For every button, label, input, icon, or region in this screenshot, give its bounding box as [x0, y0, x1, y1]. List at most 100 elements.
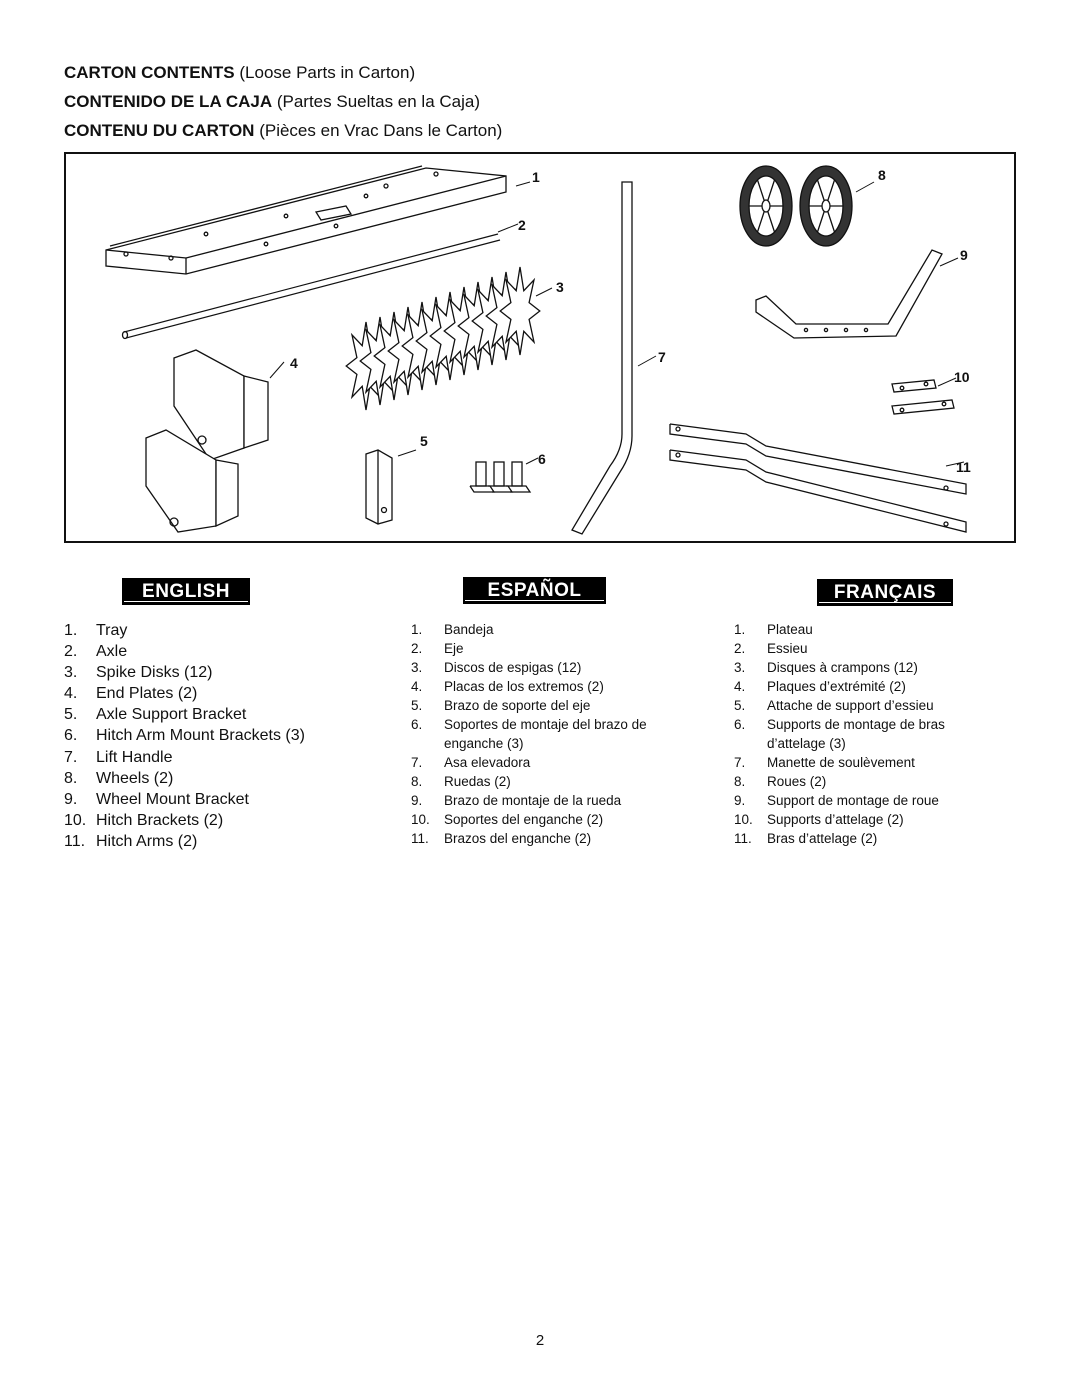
item-number: 10. — [64, 811, 87, 829]
list-item: 7.Lift Handle — [64, 747, 364, 768]
header-contenido: CONTENIDO DE LA CAJA (Partes Sueltas en … — [64, 92, 480, 112]
item-text: Lift Handle — [96, 748, 173, 766]
hitch-arm-mount-brackets-drawing — [469, 461, 532, 493]
item-text: Tray — [96, 622, 128, 639]
callout-11: 11 — [956, 459, 971, 475]
item-number: 3. — [411, 660, 423, 675]
list-item: 1. Plateau — [734, 620, 984, 639]
tray-drawing — [105, 165, 507, 275]
french-badge: FRANÇAIS — [817, 579, 953, 606]
list-item: 8. Ruedas (2) — [411, 772, 681, 791]
list-item: 6.Soportes de montaje del brazo de engan… — [411, 715, 681, 753]
item-number: 11. — [411, 831, 429, 846]
item-number: 9. — [411, 793, 423, 808]
list-item: 6.Hitch Arm Mount Brackets (3) — [64, 725, 364, 746]
list-item: 3.Disques à crampons (12) — [734, 658, 984, 677]
leader-lines — [269, 181, 965, 467]
item-text: Hitch Arm Mount Brackets (3) — [96, 727, 305, 745]
spanish-badge: ESPAÑOL — [463, 577, 606, 604]
callout-4: 4 — [290, 355, 298, 371]
header-bold: CONTENIDO DE LA CAJA — [64, 92, 273, 111]
item-number: 3. — [734, 660, 746, 675]
list-item: 4.Plaques d’extrémité (2) — [734, 677, 984, 696]
list-item: 3. Spike Disks (12) — [64, 662, 364, 683]
item-number: 5. — [734, 698, 746, 713]
item-text: Soportes del enganche (2) — [444, 812, 604, 827]
wheels-drawing — [739, 165, 853, 247]
item-text: Placas de los extremos (2) — [444, 679, 604, 694]
callout-5: 5 — [420, 433, 428, 449]
english-parts-list: 1. Tray 2. Axle 3. Spike Disks (12)4.End Plat… — [64, 620, 364, 852]
list-item: 3.Discos de espigas (12) — [411, 658, 681, 677]
callout-8: 8 — [878, 167, 886, 183]
list-item: 7. Manette de soulèvement — [734, 753, 984, 772]
list-item: 4. Placas de los extremos (2) — [411, 677, 681, 696]
list-item: 5.Brazo de soporte del eje — [411, 696, 681, 715]
item-number: 5. — [411, 698, 423, 713]
list-item: 2.Essieu — [734, 639, 984, 658]
callout-2: 2 — [518, 217, 526, 233]
list-item: 8.Wheels (2) — [64, 768, 364, 789]
item-text: Bras d’attelage (2) — [767, 831, 878, 846]
item-number: 2. — [64, 643, 78, 661]
item-text: Ruedas (2) — [444, 774, 511, 789]
item-number: 1. — [64, 622, 78, 639]
item-text: Asa elevadora — [444, 755, 531, 770]
item-text: Spike Disks (12) — [96, 664, 213, 682]
callout-10: 10 — [954, 369, 970, 385]
item-number: 8. — [64, 769, 78, 787]
header-normal: (Pièces en Vrac Dans le Carton) — [259, 121, 503, 140]
callout-3: 3 — [556, 279, 564, 295]
header-contenu: CONTENU DU CARTON (Pièces en Vrac Dans l… — [64, 121, 502, 141]
list-item: 11. Brazos del enganche (2) — [411, 829, 681, 848]
item-number: 9. — [734, 793, 746, 808]
wheel-mount-bracket-drawing — [755, 249, 943, 339]
item-number: 1. — [734, 622, 746, 637]
item-text: Attache de support d’essieu — [767, 698, 934, 713]
item-number: 6. — [734, 717, 746, 732]
item-text: Eje — [444, 641, 464, 656]
item-text: Manette de soulèvement — [767, 755, 915, 770]
item-number: 10. — [411, 812, 430, 827]
item-text: Supports de montage de bras d’attelage (… — [767, 717, 945, 751]
list-item: 2.Eje — [411, 639, 681, 658]
list-item: 1.Bandeja — [411, 620, 681, 639]
header-normal: (Partes Sueltas en la Caja) — [276, 92, 480, 111]
list-item: 11.Hitch Arms (2) — [64, 831, 364, 852]
list-item: 5.Axle Support Bracket — [64, 704, 364, 725]
item-text: Brazos del enganche (2) — [444, 831, 592, 846]
end-plates-drawing — [145, 349, 269, 533]
item-text: Plaques d’extrémité (2) — [767, 679, 906, 694]
item-number: 4. — [411, 679, 423, 694]
item-text: Roues (2) — [767, 774, 827, 789]
list-item: 5. Attache de support d’essieu — [734, 696, 984, 715]
item-text: Supports d’attelage (2) — [767, 812, 904, 827]
item-text: Hitch Brackets (2) — [96, 811, 224, 829]
item-text: End Plates (2) — [96, 685, 198, 703]
item-text: Brazo de montaje de la rueda — [444, 793, 622, 808]
list-item: 8.Roues (2) — [734, 772, 984, 791]
list-item: 9. Brazo de montaje de la rueda — [411, 791, 681, 810]
callout-1: 1 — [532, 169, 540, 185]
page-number: 2 — [535, 1332, 545, 1349]
item-number: 2. — [734, 641, 746, 656]
item-text: Support de montage de roue — [767, 793, 939, 808]
item-text: Axle Support Bracket — [96, 706, 247, 724]
list-item: 10. Hitch Brackets (2) — [64, 810, 364, 831]
axle-drawing — [121, 233, 501, 340]
item-text: Plateau — [767, 622, 813, 637]
item-number: 7. — [734, 755, 746, 770]
item-number: 11. — [734, 831, 752, 846]
item-number: 8. — [411, 774, 423, 789]
item-number: 3. — [64, 664, 78, 682]
header-bold: CARTON CONTENTS — [64, 63, 235, 82]
item-text: Axle — [96, 643, 128, 661]
list-item: 2. Axle — [64, 641, 364, 662]
list-item: 10.Supports d’attelage (2) — [734, 810, 984, 829]
item-number: 7. — [411, 755, 423, 770]
list-item: 9. Support de montage de roue — [734, 791, 984, 810]
list-item: 7. Asa elevadora — [411, 753, 681, 772]
list-item: 4.End Plates (2) — [64, 683, 364, 704]
callout-9: 9 — [960, 247, 968, 263]
